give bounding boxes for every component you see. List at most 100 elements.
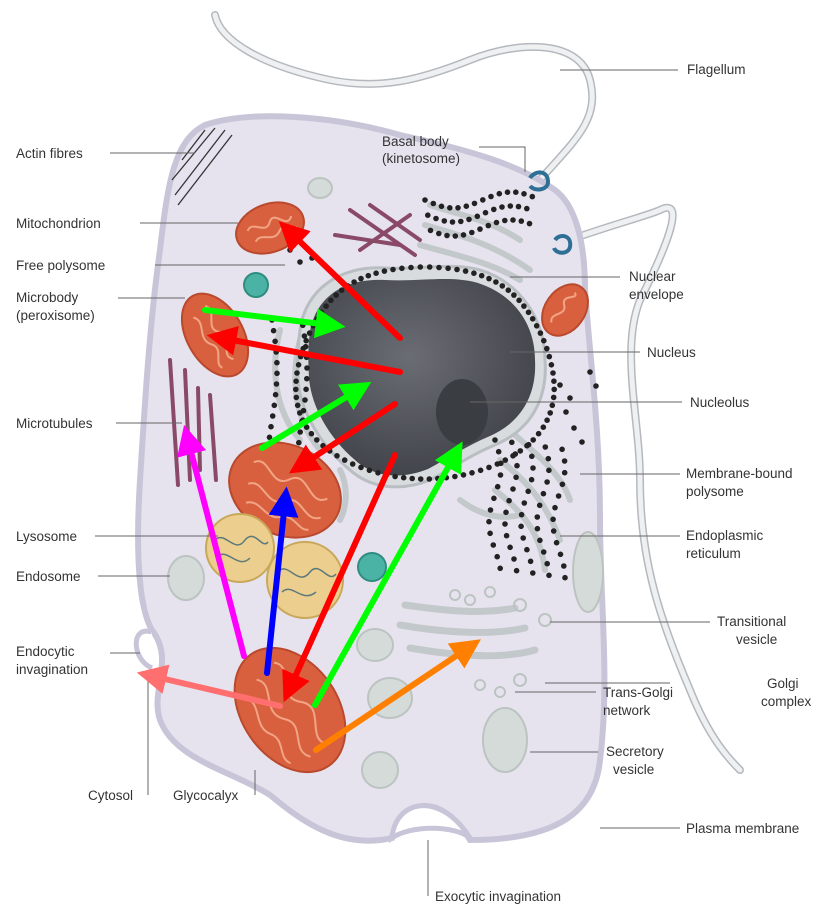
- ribosome: [351, 279, 357, 285]
- ribosome: [587, 369, 593, 375]
- ribosome: [433, 216, 439, 222]
- ribosome: [519, 218, 525, 224]
- ribosome: [366, 273, 372, 279]
- ribosome: [464, 203, 470, 209]
- ribosome: [328, 298, 334, 304]
- ribosome: [479, 273, 485, 279]
- label-endocytic-invagination: Endocytic: [16, 644, 75, 659]
- ribosome: [500, 283, 506, 289]
- ribosome: [550, 517, 556, 523]
- ribosome: [472, 201, 478, 207]
- ribosome: [295, 403, 301, 409]
- ribosome: [302, 333, 308, 339]
- ribosome: [511, 556, 517, 562]
- label-free-polysome: Free polysome: [16, 258, 105, 273]
- ribosome: [513, 475, 519, 481]
- ribosome: [323, 303, 329, 309]
- ribosome: [469, 470, 475, 476]
- ribosome: [491, 207, 497, 213]
- ribosome: [514, 568, 520, 574]
- ribosome: [461, 472, 467, 478]
- ribosome: [390, 267, 396, 273]
- ribosome: [273, 392, 279, 398]
- ribosome: [516, 204, 522, 210]
- ribosome: [408, 265, 414, 271]
- label-basal-body: Basal body: [382, 134, 449, 149]
- ribosome: [550, 370, 556, 376]
- ribosome: [562, 458, 568, 464]
- ribosome: [508, 203, 514, 209]
- ribosome: [537, 538, 543, 544]
- ribosome: [293, 378, 299, 384]
- label-transitional-vesicle-2: vesicle: [736, 632, 777, 647]
- ribosome: [513, 189, 519, 195]
- ribosome: [529, 454, 535, 460]
- ribosome: [550, 403, 556, 409]
- ribosome: [529, 477, 535, 483]
- ribosome: [541, 338, 547, 344]
- ribosome: [483, 210, 489, 216]
- ribosome: [556, 493, 562, 499]
- ribosome: [551, 395, 557, 401]
- label-nuclear-envelope-2: envelope: [629, 287, 684, 302]
- ribosome: [439, 204, 445, 210]
- ribosome: [334, 453, 340, 459]
- ribosome: [535, 514, 541, 520]
- ribosome: [551, 387, 557, 393]
- label-microtubules: Microtubules: [16, 416, 93, 431]
- ribosome: [454, 267, 460, 273]
- ribosome: [471, 270, 477, 276]
- ribosome: [461, 232, 467, 238]
- label-nucleus: Nucleus: [647, 345, 696, 360]
- endosome: [573, 532, 603, 612]
- ribosome: [496, 449, 502, 455]
- ribosome: [486, 465, 492, 471]
- ribosome: [579, 439, 585, 445]
- ribosome: [478, 468, 484, 474]
- ribosome: [509, 440, 515, 446]
- ribosome: [541, 424, 547, 430]
- label-cytosol: Cytosol: [88, 788, 133, 803]
- ribosome: [442, 218, 448, 224]
- ribosome: [562, 470, 568, 476]
- ribosome: [307, 330, 313, 336]
- ribosome: [418, 476, 424, 482]
- ribosome: [494, 220, 500, 226]
- ribosome: [503, 510, 509, 516]
- ribosome: [571, 425, 577, 431]
- ribosome: [554, 540, 560, 546]
- ribosome: [551, 528, 557, 534]
- ribosome: [516, 298, 522, 304]
- ribosome: [425, 212, 431, 218]
- ribosome: [297, 429, 303, 435]
- ribosome: [436, 231, 442, 237]
- ribosome: [270, 413, 276, 419]
- ribosome: [506, 287, 512, 293]
- ribosome: [480, 197, 486, 203]
- ribosome: [303, 387, 309, 393]
- ribosome: [445, 266, 451, 272]
- ribosome: [401, 475, 407, 481]
- ribosome: [505, 189, 511, 195]
- ribosome: [563, 409, 569, 415]
- ribosome: [495, 484, 501, 490]
- label-membrane-bound-polysome-2: polysome: [686, 484, 744, 499]
- ribosome: [536, 431, 542, 437]
- ribosome: [547, 410, 553, 416]
- ribosome: [544, 346, 550, 352]
- label-endoplasmic-reticulum-2: reticulum: [686, 546, 741, 561]
- ribosome: [504, 533, 510, 539]
- ribosome: [520, 535, 526, 541]
- label-microbody: Microbody: [16, 290, 79, 305]
- nucleolus: [436, 379, 488, 445]
- ribosome: [541, 491, 547, 497]
- label-plasma-membrane: Plasma membrane: [686, 821, 799, 836]
- label-endoplasmic-reticulum: Endoplasmic: [686, 528, 764, 543]
- ribosome: [287, 247, 293, 253]
- ribosome: [342, 457, 348, 463]
- ribosome: [296, 362, 302, 368]
- ribosome: [593, 383, 599, 389]
- ribosome: [494, 554, 500, 560]
- ribosome: [375, 470, 381, 476]
- label-transitional-vesicle: Transitional: [717, 614, 786, 629]
